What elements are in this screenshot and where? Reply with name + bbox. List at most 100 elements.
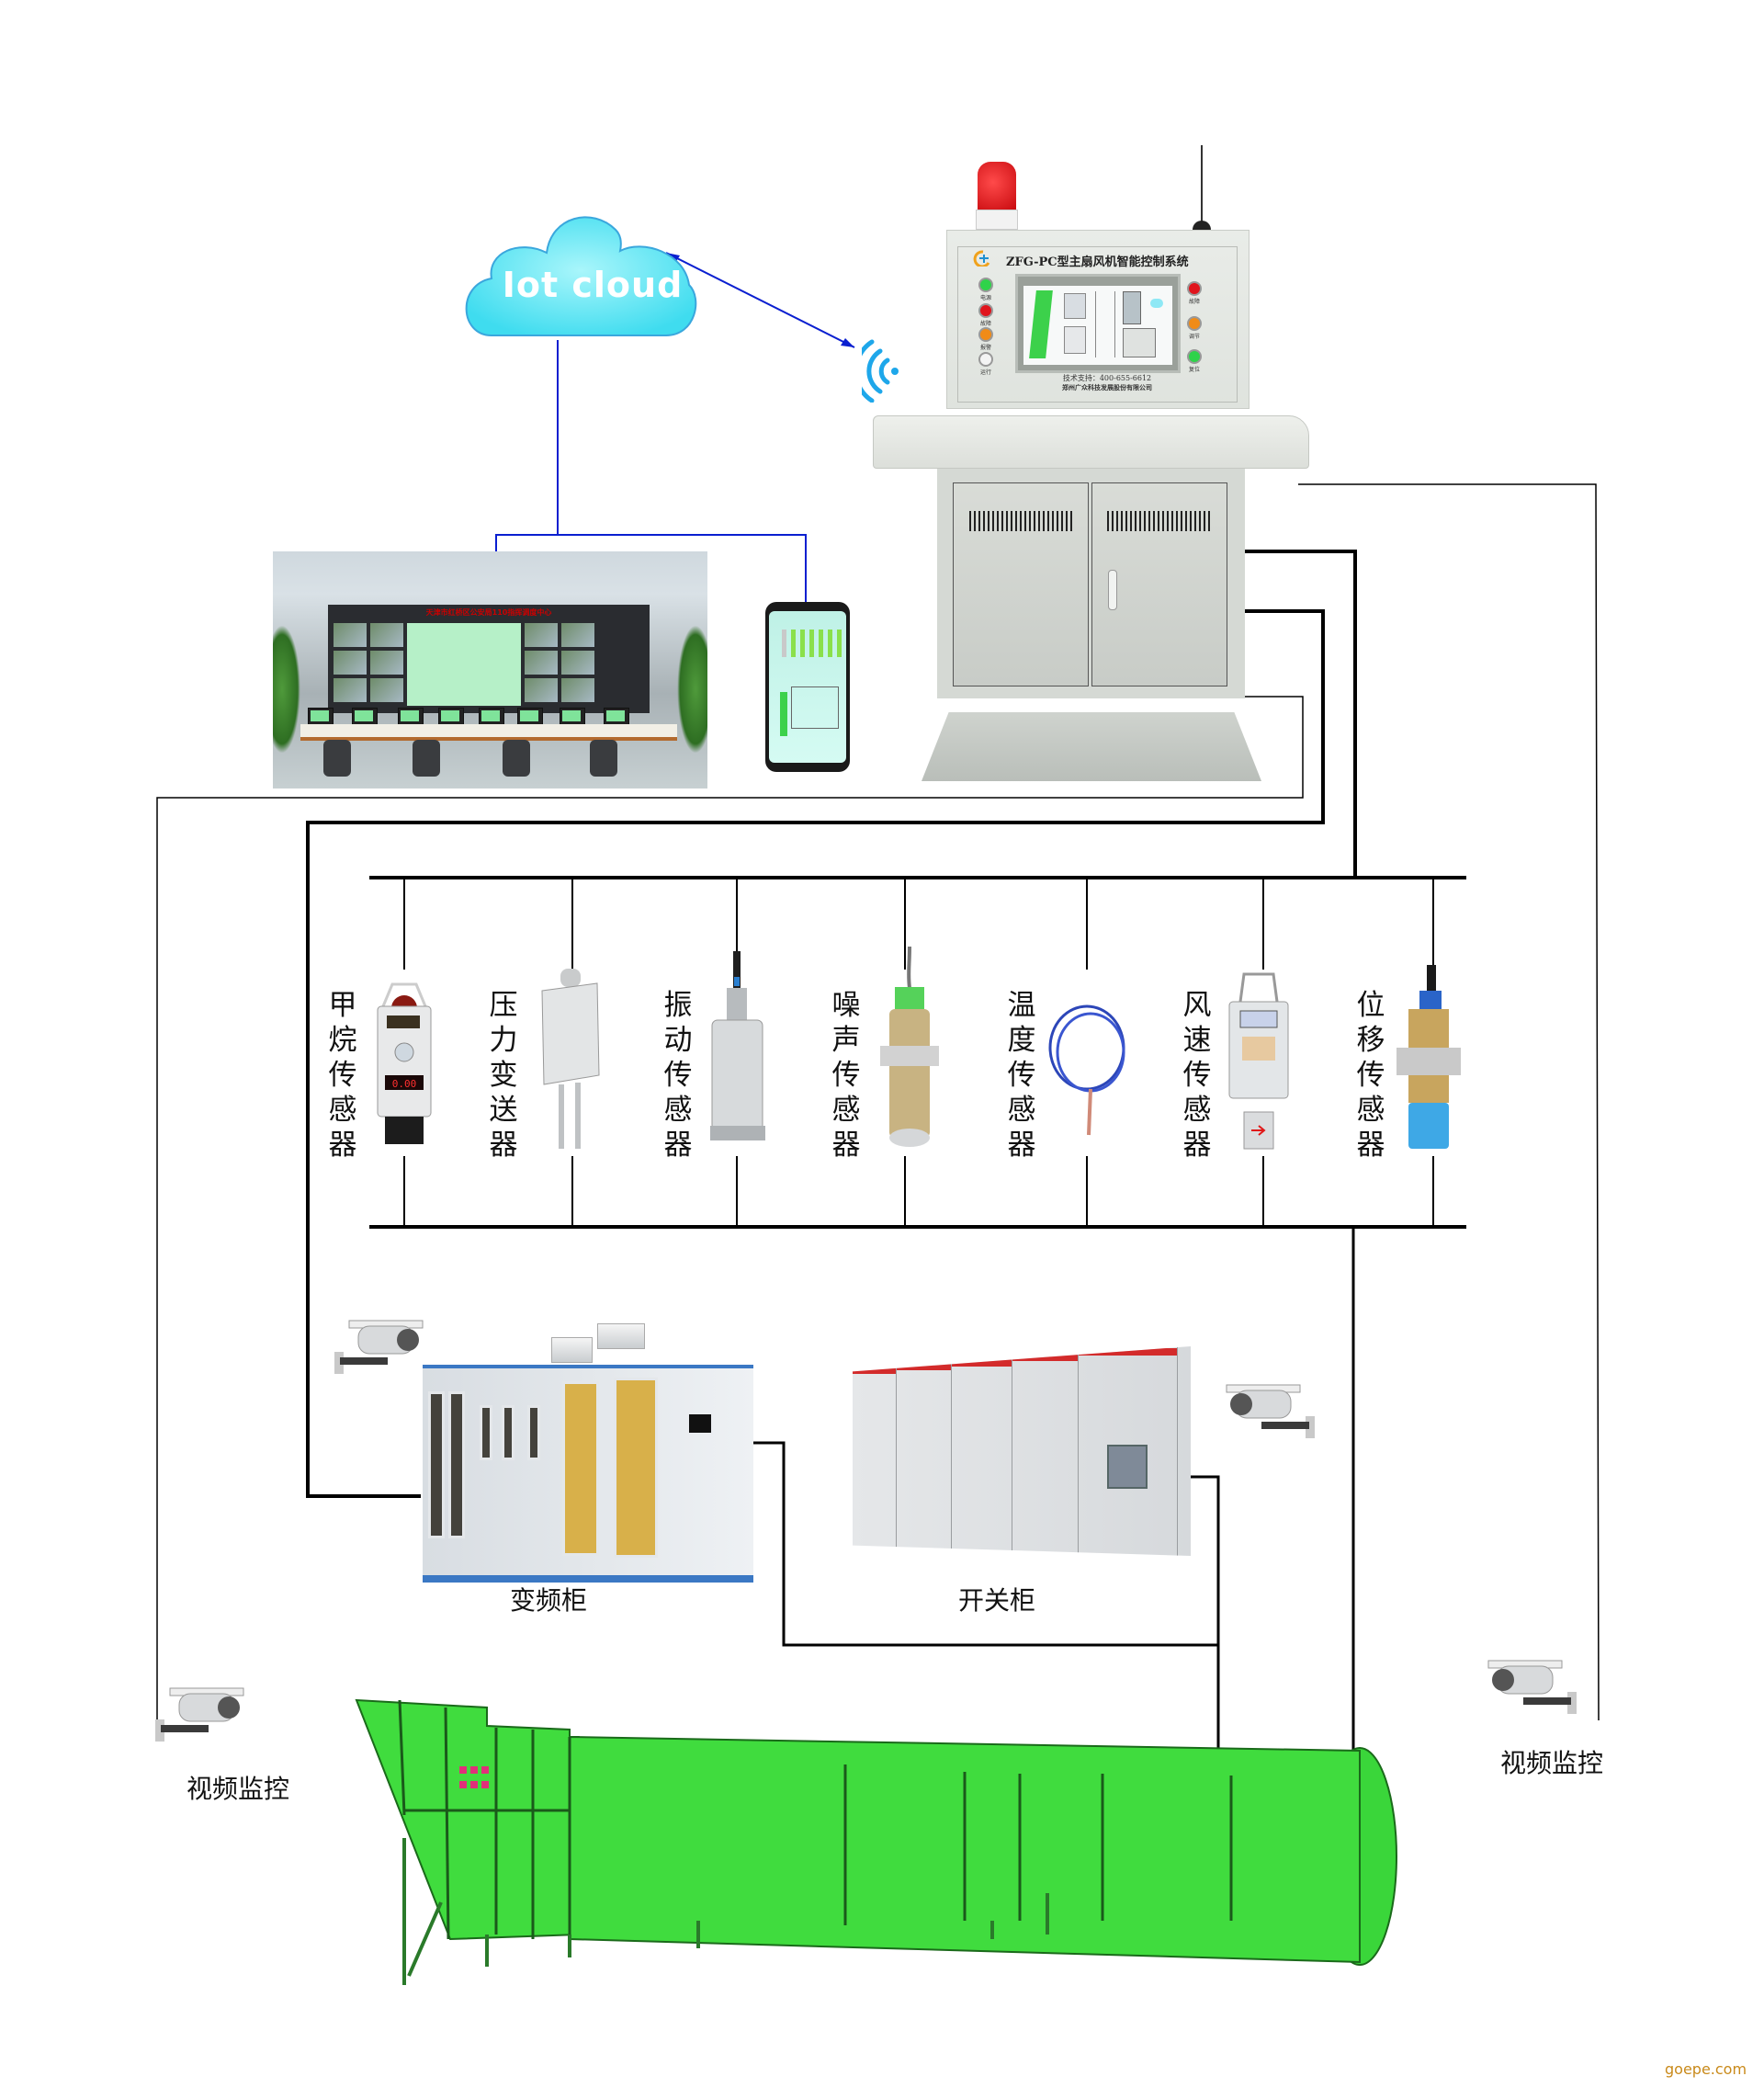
arrow-head-console bbox=[841, 338, 854, 347]
phone-status-bar bbox=[809, 630, 814, 657]
cctv-camera-icon[interactable] bbox=[152, 1677, 253, 1751]
noise-sensor-label: 噪声传感器 bbox=[831, 989, 861, 1162]
left-camera-label: 视频监控 bbox=[187, 1774, 290, 1804]
watermark: goepe.com bbox=[1665, 2060, 1747, 2078]
hmi-fan-graphic bbox=[1029, 290, 1053, 358]
vfd-door[interactable] bbox=[562, 1381, 599, 1556]
vfd-door[interactable] bbox=[448, 1391, 465, 1538]
vent-grille bbox=[969, 511, 1075, 531]
monitoring-control-room: 天津市红桥区公安局110指挥调度中心 bbox=[273, 551, 707, 789]
vfd-door[interactable] bbox=[502, 1405, 514, 1460]
switch-to-fan-wire bbox=[1191, 1475, 1220, 1645]
phone-status-bar bbox=[837, 630, 842, 657]
right-fault-lamp[interactable] bbox=[1187, 281, 1202, 296]
switch-panel[interactable] bbox=[897, 1346, 952, 1556]
vibration-sensor-icon[interactable] bbox=[703, 951, 772, 1149]
cooling-fan-top bbox=[551, 1337, 593, 1363]
door-handle-icon[interactable] bbox=[1108, 570, 1117, 610]
hmi-cabinet-graphic bbox=[1064, 326, 1086, 354]
switch-panel[interactable] bbox=[1012, 1346, 1079, 1556]
phone-diagram-graphic bbox=[791, 686, 839, 729]
workstation-monitor bbox=[308, 708, 334, 726]
mobile-phone[interactable] bbox=[765, 602, 850, 772]
circuit-breaker[interactable] bbox=[1107, 1445, 1148, 1489]
video-tile bbox=[525, 678, 558, 702]
power-lamp-label: 电源 bbox=[979, 295, 991, 301]
vfd-door[interactable] bbox=[480, 1405, 492, 1460]
operator-chair bbox=[503, 740, 530, 777]
pressure-transmitter-label: 压力变送器 bbox=[489, 989, 518, 1162]
hmi-touchscreen[interactable] bbox=[1015, 274, 1181, 373]
operator-chair bbox=[413, 740, 440, 777]
video-tile bbox=[370, 651, 403, 675]
run-lamp[interactable] bbox=[978, 352, 993, 367]
vfd-hmi-display[interactable] bbox=[689, 1414, 711, 1433]
reset-lamp-label: 复位 bbox=[1188, 367, 1200, 373]
workstation-monitor bbox=[398, 708, 424, 726]
hmi-sensor-list-graphic bbox=[1095, 291, 1115, 357]
temperature-sensor-label: 温度传感器 bbox=[1007, 989, 1036, 1162]
video-tile bbox=[334, 678, 367, 702]
plant-decoration bbox=[677, 625, 707, 754]
adjust-lamp[interactable] bbox=[1187, 316, 1202, 331]
console-base bbox=[922, 712, 1261, 781]
company-name: 郑州广众科技发展股份有限公司 bbox=[1062, 383, 1152, 391]
video-wall: 天津市红桥区公安局110指挥调度中心 bbox=[328, 605, 650, 713]
power-lamp[interactable] bbox=[978, 278, 993, 292]
operator-desk bbox=[300, 724, 677, 741]
alarm-lamp-label: 报警 bbox=[979, 345, 991, 351]
cctv-camera-icon[interactable] bbox=[1217, 1374, 1318, 1447]
wind-speed-sensor-icon[interactable] bbox=[1222, 965, 1295, 1158]
adjust-lamp-label: 调节 bbox=[1188, 334, 1200, 340]
displacement-sensor-label: 位移传感器 bbox=[1356, 989, 1385, 1162]
vfd-door[interactable] bbox=[527, 1405, 540, 1460]
noise-sensor-icon[interactable] bbox=[873, 947, 946, 1151]
iot-cloud-icon bbox=[465, 216, 697, 336]
vfd-cabinet-label: 变频柜 bbox=[510, 1585, 588, 1616]
displacement-sensor-icon[interactable] bbox=[1392, 965, 1465, 1153]
vfd-door[interactable] bbox=[428, 1391, 445, 1538]
alarm-lamp[interactable] bbox=[978, 327, 993, 342]
video-tile bbox=[561, 651, 594, 675]
console-to-sensor-bus-wire bbox=[1242, 550, 1357, 878]
cloud-label: Iot cloud bbox=[502, 265, 684, 305]
video-wall-dashboard bbox=[407, 623, 521, 706]
svg-text:0.00: 0.00 bbox=[392, 1078, 417, 1090]
video-wall-title: 天津市红桥区公安局110指挥调度中心 bbox=[425, 608, 552, 617]
alarm-beacon-base bbox=[976, 210, 1018, 230]
main-ventilation-fan bbox=[355, 1698, 1397, 1985]
reset-lamp[interactable] bbox=[1187, 349, 1202, 364]
fault-lamp-label: 故障 bbox=[979, 321, 991, 327]
video-tile bbox=[370, 623, 403, 647]
alarm-beacon-icon bbox=[978, 162, 1016, 213]
video-tile bbox=[334, 651, 367, 675]
workstation-monitor bbox=[517, 708, 543, 726]
vfd-door[interactable] bbox=[614, 1378, 658, 1558]
operator-chair bbox=[323, 740, 351, 777]
switch-panel[interactable] bbox=[952, 1346, 1012, 1556]
video-tile bbox=[561, 623, 594, 647]
company-logo-icon bbox=[973, 250, 990, 267]
cloud-to-clients-link bbox=[495, 340, 559, 551]
cooling-fan-top bbox=[597, 1323, 645, 1349]
antenna-base bbox=[1193, 221, 1211, 230]
phone-status-bar bbox=[782, 630, 786, 657]
switch-panel[interactable] bbox=[853, 1346, 897, 1556]
video-tile bbox=[370, 678, 403, 702]
phone-status-bar bbox=[791, 630, 796, 657]
cctv-camera-icon[interactable] bbox=[1479, 1650, 1580, 1723]
switch-cabinet-label: 开关柜 bbox=[958, 1585, 1036, 1616]
pressure-transmitter-icon[interactable] bbox=[533, 965, 606, 1153]
phone-fan-graphic bbox=[780, 692, 787, 736]
hmi-console-graphic bbox=[1123, 328, 1156, 357]
cctv-camera-icon[interactable] bbox=[331, 1310, 432, 1383]
methane-sensor-icon[interactable]: 0.00 bbox=[372, 979, 436, 1153]
phone-status-bar bbox=[828, 630, 832, 657]
wind-speed-sensor-label: 风速传感器 bbox=[1182, 989, 1212, 1162]
antenna-icon bbox=[1201, 145, 1203, 223]
workstation-monitor bbox=[604, 708, 629, 726]
vent-grille bbox=[1107, 511, 1213, 531]
temperature-sensor-icon[interactable] bbox=[1043, 997, 1135, 1144]
fault-lamp[interactable] bbox=[978, 303, 993, 318]
switch-panel[interactable] bbox=[1079, 1346, 1178, 1556]
